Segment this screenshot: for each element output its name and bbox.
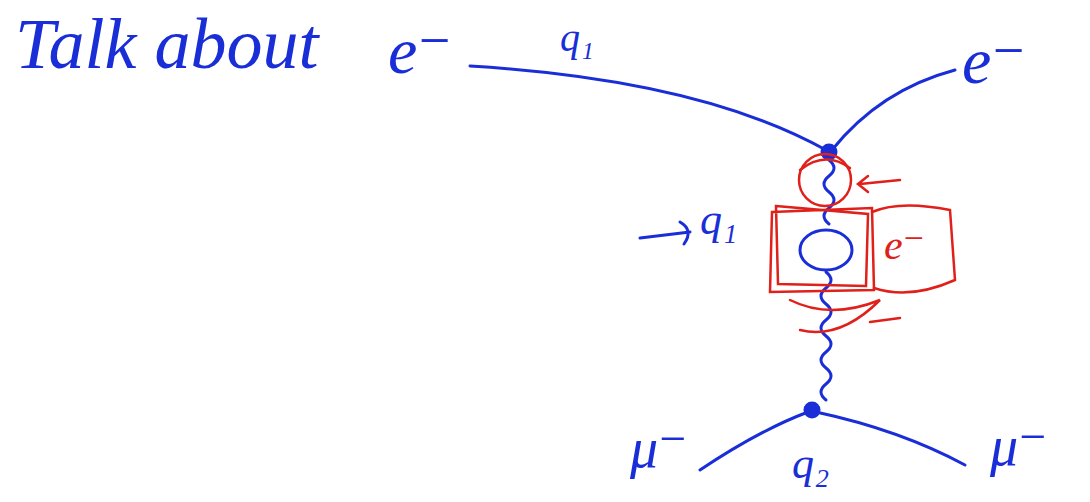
momentum-label: q₂	[792, 442, 829, 486]
arrow-symbol	[640, 222, 690, 244]
red-mark	[800, 159, 850, 170]
electron-line	[832, 70, 955, 150]
highlight-scribble	[790, 300, 880, 332]
vertex-dot	[805, 403, 819, 417]
muon-line	[816, 412, 965, 465]
particle-label: μ⁻	[630, 420, 688, 476]
highlight-box	[770, 206, 874, 292]
highlight-circle	[799, 154, 851, 206]
momentum-label: q₁	[560, 18, 594, 58]
momentum-label: q₁	[700, 198, 737, 242]
red-arrow	[870, 318, 900, 322]
particle-label: e⁻	[884, 224, 925, 266]
particle-label: μ⁻	[990, 418, 1048, 474]
handwritten-note: Talk about	[15, 8, 318, 80]
particle-label: e⁻	[962, 28, 1026, 94]
highlight-outline	[872, 205, 955, 292]
particle-label: e⁻	[388, 18, 452, 84]
muon-line	[700, 412, 808, 470]
electron-line	[470, 66, 826, 150]
loop	[800, 230, 852, 270]
red-arrow	[858, 176, 900, 192]
photon-line	[824, 160, 834, 224]
